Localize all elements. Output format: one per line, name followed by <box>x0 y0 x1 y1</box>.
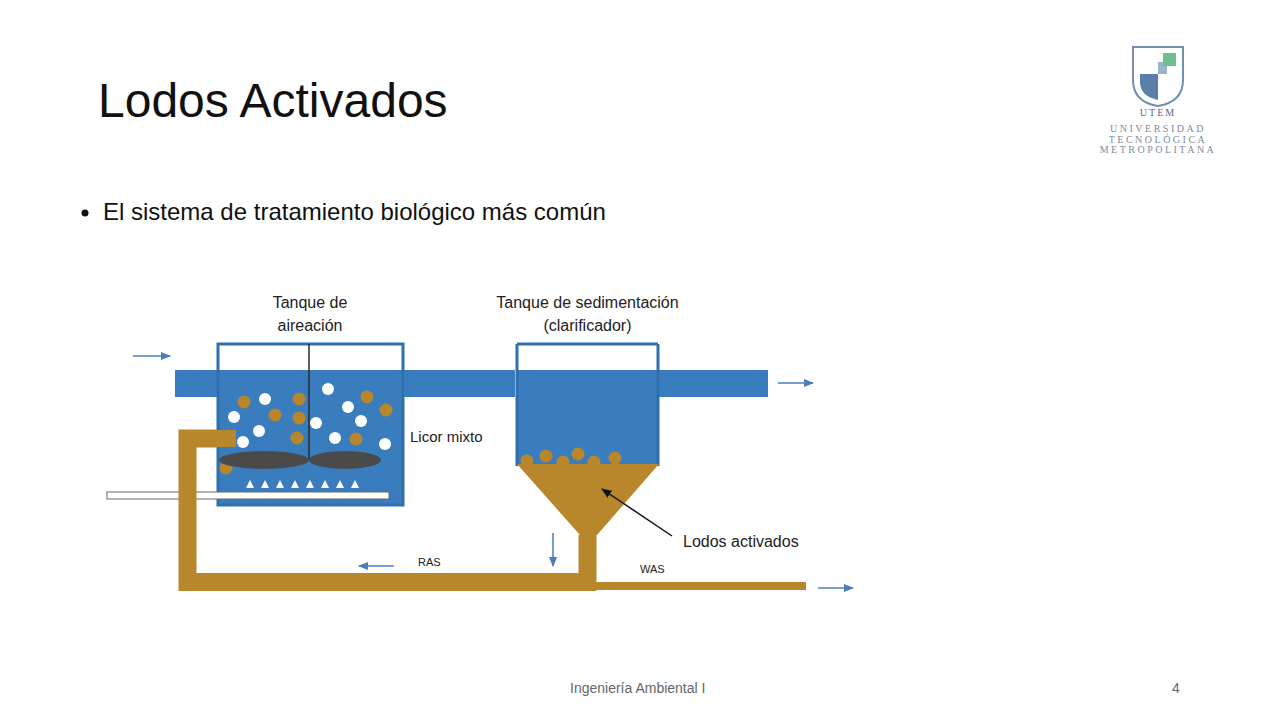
pipe-label: WAS <box>640 563 665 576</box>
aeration-tank: Tanque de aireación <box>216 343 404 505</box>
inflow-arrow <box>133 355 170 357</box>
sludge-floc <box>293 412 306 425</box>
clarifier-liquid <box>516 370 659 466</box>
sludge-floc <box>572 448 585 461</box>
slide-title: Lodos Activados <box>98 72 448 130</box>
sludge-floc <box>557 456 570 469</box>
mixer-blade <box>219 451 309 469</box>
settled-sludge <box>517 464 659 535</box>
air-bubble <box>253 425 265 437</box>
sludge-floc <box>222 430 235 443</box>
sludge-floc <box>521 455 534 468</box>
sludge-floc <box>293 393 306 406</box>
sludge-floc <box>238 396 251 409</box>
return-sludge-pipe <box>188 439 588 583</box>
liquid-label: Licor mixto <box>410 428 483 446</box>
pipe-label: RAS <box>418 556 441 569</box>
mixer-shaft <box>308 344 310 460</box>
clarifier-wall <box>517 344 658 466</box>
air-diffuser <box>276 480 284 488</box>
sludge-floc <box>540 450 553 463</box>
clarifier-tank: Tanque de sedimentación (clarificador) <box>515 343 660 535</box>
underflow-arrow <box>552 533 554 566</box>
waste-flow-arrow <box>818 587 853 589</box>
bullet-dot <box>82 210 89 217</box>
air-bubble <box>228 411 240 423</box>
air-diffuser <box>261 480 269 488</box>
air-bubble <box>329 432 341 444</box>
air-bubble <box>342 401 354 413</box>
page-number: 4 <box>1172 680 1180 697</box>
footer-text: Ingeniería Ambiental I <box>570 680 705 697</box>
sludge-floc <box>380 404 393 417</box>
outflow-arrow <box>778 382 813 384</box>
aeration-tank-wall <box>218 344 403 505</box>
outlet-channel <box>658 370 768 397</box>
mixer-blade <box>309 451 381 469</box>
callout-label: Lodos activados <box>683 532 799 551</box>
sludge-floc <box>588 456 601 469</box>
air-diffuser <box>246 480 254 488</box>
sludge-floc <box>609 452 622 465</box>
aeration-tank-liquid <box>217 370 404 505</box>
channel-connector <box>404 370 515 397</box>
air-bubble <box>259 393 271 405</box>
tank-heading: Tanque de sedimentación (clarificador) <box>483 291 693 337</box>
bullet-text: El sistema de tratamiento biológico más … <box>103 198 606 227</box>
air-bubble <box>322 383 334 395</box>
return-flow-arrow <box>359 565 394 567</box>
air-diffuser <box>291 480 299 488</box>
sludge-floc <box>291 432 304 445</box>
air-bubble <box>379 438 391 450</box>
logo-quarter <box>1140 74 1158 100</box>
air-bubble <box>310 417 322 429</box>
sludge-floc <box>269 409 282 422</box>
sludge-floc <box>361 391 374 404</box>
tank-heading: Tanque de aireación <box>255 291 365 337</box>
air-bubble <box>355 415 367 427</box>
air-diffuser <box>336 480 344 488</box>
logo-shield <box>1133 47 1183 106</box>
leader-line <box>602 489 672 536</box>
air-diffuser <box>306 480 314 488</box>
air-bubble <box>237 436 249 448</box>
air-diffuser <box>321 480 329 488</box>
logo-name: UNIVERSIDAD TECNOLÓGICA METROPOLITANA <box>1083 124 1233 156</box>
return-sludge-inlet <box>214 430 236 447</box>
air-diffuser <box>351 480 359 488</box>
air-pipe <box>107 492 389 499</box>
logo-square <box>1163 53 1176 66</box>
logo-acronym: UTEM <box>1108 107 1208 119</box>
inlet-channel <box>175 370 218 397</box>
sludge-floc <box>350 433 363 446</box>
waste-sludge-pipe <box>588 582 806 590</box>
